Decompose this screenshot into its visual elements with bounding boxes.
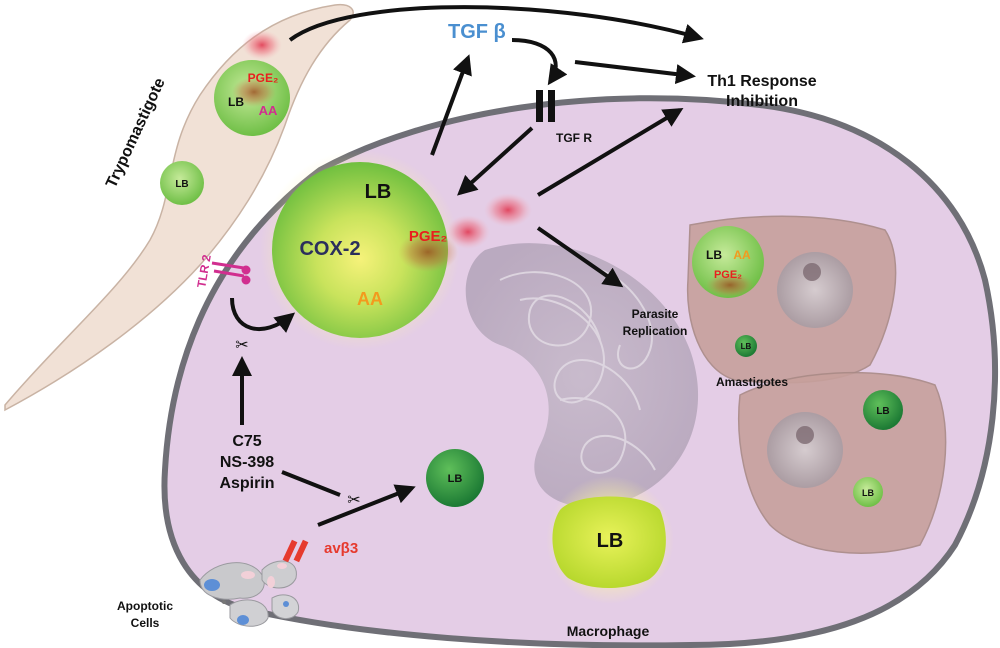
arrow-tgfb-to-receptor [511,38,568,86]
lipid-body-amastigote-small [853,477,883,507]
pge2-label-tryp: PGE₂ [248,71,279,85]
pge2-spray-outside-2 [484,193,532,227]
macrophage-nucleus [465,243,699,507]
apoptotic-label-line1: Apoptotic [117,599,173,613]
drugs-label-line2: NS-398 [220,454,274,471]
aa-label-tryp: AA [259,103,278,118]
apoptotic-label-line2: Cells [131,616,160,630]
lipid-body-trypomastigote-small [160,161,204,205]
pge2-label-amastigote: PGE₂ [714,269,742,281]
pge2-spray-outside-1 [446,215,490,249]
aa-label-big: AA [357,289,383,309]
aa-label-amastigote: AA [733,248,751,262]
arrow-drugs-to-block [281,470,341,497]
lb-label-amastigote: LB [706,248,722,262]
chromatin [499,269,656,474]
lb-label-tryp-small: LB [175,179,188,190]
lb-label-amastigote-small: LB [862,488,874,498]
th1-label-line2: Inhibition [726,93,798,110]
drugs-label-line1: C75 [232,433,261,450]
apoptotic-cells [199,560,300,627]
arrow-to-parasite-replication [536,226,624,288]
lipid-body-yellow [552,496,666,589]
pge2-label-big: PGE₂ [409,228,447,245]
lipid-body-amastigote-dark-1 [735,335,757,357]
pge2-spray-lb-top [232,77,276,107]
pge2-spray-amastigote [706,273,754,297]
th1-label-line1: Th1 Response [707,73,816,90]
lb-label-big: LB [365,181,392,203]
lb-label-cytoplasm-dark: LB [448,473,463,485]
pge2-spray-lb-big [398,232,458,272]
amastigote-1-nucleus [777,252,853,328]
macrophage-label: Macrophage [567,623,650,639]
tgf-r-label: TGF R [556,131,592,145]
scissors-icon-upper: ✂ [235,337,248,354]
arrow-receptor-to-lb [457,126,534,196]
arrow-top-curve [288,5,704,44]
cox2-label: COX-2 [299,238,360,260]
tgf-receptor [536,90,555,122]
avb3-receptor [282,539,309,563]
arrows [230,5,704,527]
amastigote-2-nucleus [767,412,843,488]
lb-label-tryp-top: LB [228,95,244,109]
arrow-pge2-to-th1 [536,107,684,197]
drugs-label-line3: Aspirin [219,475,274,492]
arrow-tlr2-curve [230,297,296,333]
scissors-icon-lower: ✂ [347,492,360,509]
arrow-receptor-to-th1 [574,60,696,85]
tgf-beta-label: TGF β [448,21,506,43]
tlr2-label: TLR 2 [194,253,214,289]
trypomastigote-label: Trypomastigote [103,75,169,190]
pge2-spray-top [242,30,282,60]
lb-label-yellow: LB [597,530,624,552]
parasite-replication-line2: Replication [623,324,688,338]
lb-label-amastigote-dark-1: LB [741,342,752,351]
amastigotes-label: Amastigotes [716,375,788,389]
arrow-avb3-to-lb [317,484,416,527]
tlr2-receptor [211,261,251,285]
lipid-body-big [272,162,448,338]
parasite-replication-line1: Parasite [632,307,679,321]
avb3-label: avβ3 [324,540,358,557]
lipid-body-amastigote-dark-2 [863,390,903,430]
lipid-body-cytoplasm-dark [426,449,484,507]
lb-label-amastigote-dark-2: LB [876,406,889,417]
arrow-lb-to-tgfb [430,54,472,156]
